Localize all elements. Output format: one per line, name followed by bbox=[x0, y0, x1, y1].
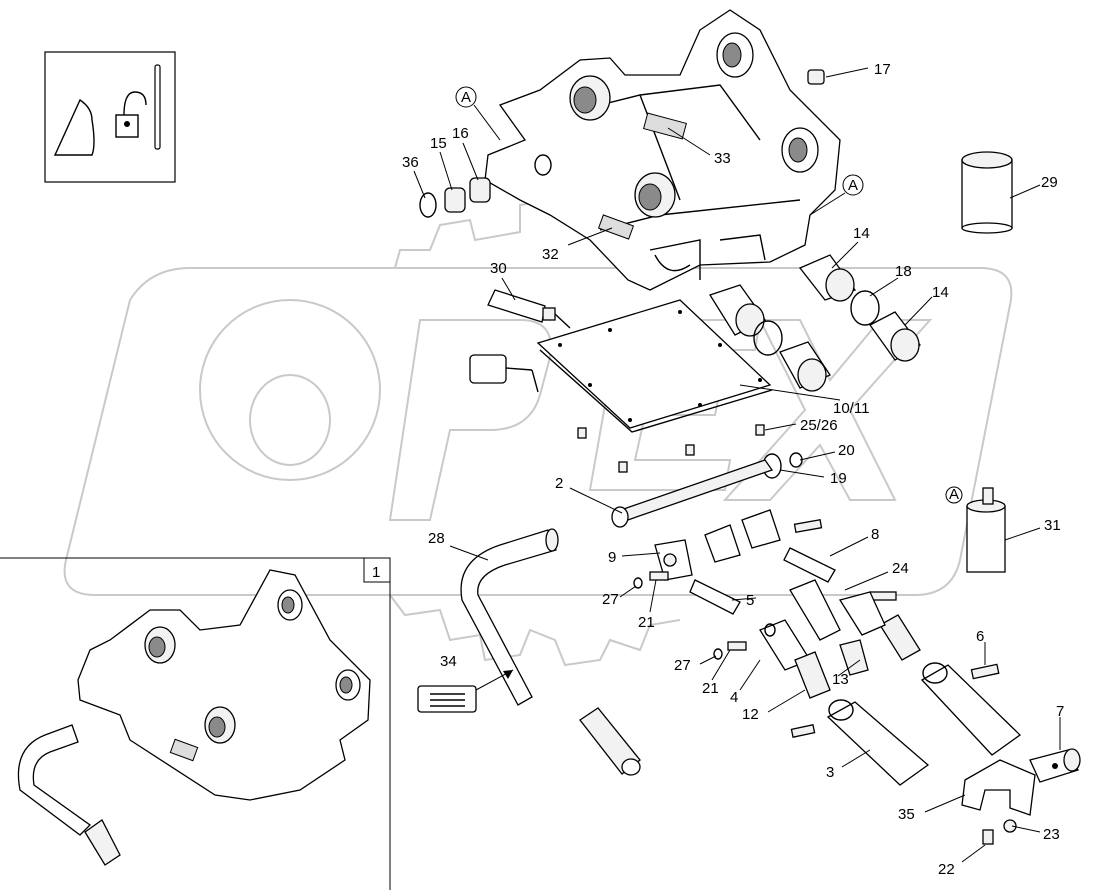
callout-36: 36 bbox=[402, 154, 419, 171]
bushing-17 bbox=[807, 69, 825, 85]
spring-12 bbox=[794, 651, 831, 699]
callout-6: 6 bbox=[976, 628, 984, 645]
screw-25-26 bbox=[577, 424, 765, 473]
callout-28: 28 bbox=[428, 530, 445, 547]
sealant-tube-30 bbox=[487, 289, 571, 329]
callout-31: 31 bbox=[1044, 517, 1061, 534]
pin-24 bbox=[869, 591, 897, 601]
plunger-5 bbox=[789, 579, 886, 641]
marker-a1-text: A bbox=[461, 89, 471, 106]
marker-a3-text: A bbox=[949, 486, 959, 503]
link-set bbox=[704, 509, 823, 563]
callout-14b: 14 bbox=[932, 284, 949, 301]
label-34 bbox=[417, 669, 514, 713]
callout-12: 12 bbox=[742, 706, 759, 723]
watermark-logo bbox=[63, 198, 1013, 667]
callout-18: 18 bbox=[895, 263, 912, 280]
washer-27b bbox=[713, 648, 723, 660]
washer-27a bbox=[633, 577, 643, 589]
cylinder-7 bbox=[1029, 748, 1081, 783]
callout-27a: 27 bbox=[602, 591, 619, 608]
callout-24: 24 bbox=[892, 560, 909, 577]
pin-21b bbox=[727, 641, 747, 651]
lever-handle-28 bbox=[460, 528, 641, 776]
latch-upper bbox=[920, 662, 1022, 756]
callout-35: 35 bbox=[898, 806, 915, 823]
bushing-14a bbox=[798, 254, 857, 302]
marker-a2-text: A bbox=[848, 177, 858, 194]
link-8 bbox=[783, 547, 836, 583]
bushing-16 bbox=[469, 177, 491, 203]
washer-23 bbox=[1003, 819, 1017, 833]
callout-34: 34 bbox=[440, 653, 457, 670]
callout-7: 7 bbox=[1056, 703, 1064, 720]
bolt-22 bbox=[982, 829, 994, 845]
callout-9: 9 bbox=[608, 549, 616, 566]
callout-33: 33 bbox=[714, 150, 731, 167]
latch-3 bbox=[826, 699, 930, 786]
callout-5: 5 bbox=[746, 592, 754, 609]
applicator-tool bbox=[469, 354, 539, 393]
callout-14a: 14 bbox=[853, 225, 870, 242]
circlip-36 bbox=[419, 192, 437, 218]
inset-number: 1 bbox=[372, 564, 380, 581]
marker-a3: A bbox=[945, 486, 963, 504]
callout-21a: 21 bbox=[638, 614, 655, 631]
callout-15: 15 bbox=[430, 135, 447, 152]
callout-17: 17 bbox=[874, 61, 891, 78]
callout-16: 16 bbox=[452, 125, 469, 142]
callout-27b: 27 bbox=[674, 657, 691, 674]
cover-plate-10-11 bbox=[536, 299, 773, 433]
link-5 bbox=[689, 579, 741, 615]
padlock-icon bbox=[115, 91, 147, 138]
pin-icon bbox=[154, 64, 161, 150]
callout-20: 20 bbox=[838, 442, 855, 459]
cylinder-31 bbox=[966, 487, 1006, 573]
pin-21a bbox=[649, 571, 669, 581]
legend-box bbox=[44, 51, 176, 183]
bushing-14b bbox=[869, 311, 921, 362]
callout-10-11: 10/11 bbox=[833, 400, 869, 417]
leader-lines bbox=[413, 67, 1061, 863]
callout-21b: 21 bbox=[702, 680, 719, 697]
quick-coupler-frame bbox=[484, 9, 841, 291]
cam-9 bbox=[654, 539, 693, 581]
callout-13: 13 bbox=[832, 671, 849, 688]
grease-can-29 bbox=[961, 151, 1013, 234]
callout-25-26: 25/26 bbox=[800, 417, 838, 434]
callout-19: 19 bbox=[830, 470, 847, 487]
callout-22: 22 bbox=[938, 861, 955, 878]
marker-a1: A bbox=[455, 86, 501, 141]
pin-6 bbox=[970, 663, 1000, 680]
splined-shaft-2 bbox=[611, 459, 774, 528]
callout-3: 3 bbox=[826, 764, 834, 781]
label-plate-32 bbox=[597, 214, 635, 240]
marker-a2: A bbox=[809, 174, 864, 216]
ring-18 bbox=[850, 290, 880, 326]
callout-23: 23 bbox=[1043, 826, 1060, 843]
callout-30: 30 bbox=[490, 260, 507, 277]
callout-8: 8 bbox=[871, 526, 879, 543]
callout-4: 4 bbox=[730, 689, 738, 706]
spring-13 bbox=[839, 614, 921, 676]
inset-panel bbox=[0, 557, 391, 890]
bracket-35 bbox=[961, 759, 1036, 816]
callout-labels: 17 33 15 16 36 32 29 14 18 14 30 10/11 2… bbox=[372, 61, 1064, 878]
pin-small bbox=[790, 724, 816, 738]
bucket-icon bbox=[53, 98, 95, 156]
bushing-15 bbox=[444, 187, 466, 213]
callout-2: 2 bbox=[555, 475, 563, 492]
callout-29: 29 bbox=[1041, 174, 1058, 191]
bushing-set bbox=[709, 284, 831, 392]
callout-32: 32 bbox=[542, 246, 559, 263]
